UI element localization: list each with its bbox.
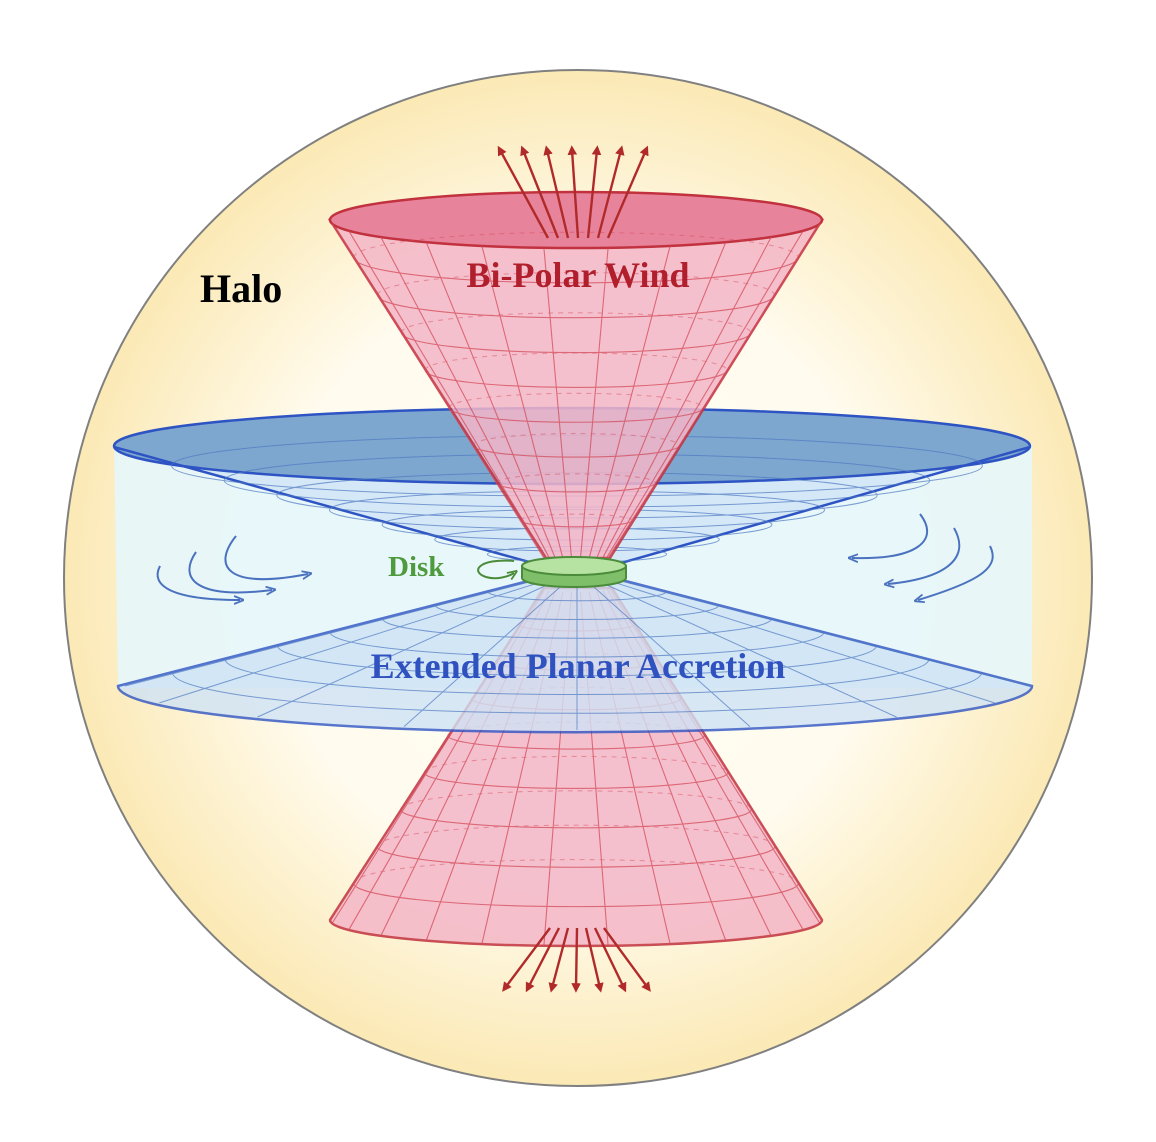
wind-outflow-arrow-icon <box>606 145 649 239</box>
accretion-flow-arrow-icon <box>918 545 994 600</box>
wind-outflow-arrow-icon <box>586 145 602 239</box>
accretion-lower-sheet <box>116 576 1034 734</box>
wind-outflow-arrow-icon <box>567 145 580 239</box>
wind-outflow-arrow-icon <box>502 927 551 992</box>
accretion-flow-left <box>156 535 308 600</box>
accretion-flow-arrow-icon <box>224 535 308 581</box>
accretion-label: Extended Planar Accretion <box>371 646 786 686</box>
wind-outflow-arrow-icon <box>596 145 625 239</box>
wind-outflow-arrow-icon <box>571 927 581 993</box>
wind-outflow-arrow-icon <box>520 145 560 239</box>
upper-wind-cone <box>327 190 825 563</box>
wind-outflow-arrow-icon <box>525 927 561 993</box>
wind-outflow-arrow-icon <box>497 145 550 239</box>
accretion-flow-arrow-icon <box>188 551 272 592</box>
wind-outflow-arrow-icon <box>603 927 651 992</box>
central-disk <box>477 556 627 588</box>
wind-label: Bi-Polar Wind <box>466 255 689 295</box>
disk-rotation-arrow-icon <box>477 559 514 579</box>
accretion-flow-arrow-icon <box>852 513 929 558</box>
accretion-flow-right <box>852 513 994 600</box>
wind-outflow-arrows-bottom <box>502 927 651 993</box>
disk-label: Disk <box>388 551 445 583</box>
wind-outflow-arrow-icon <box>543 145 570 239</box>
accretion-flow-arrow-icon <box>888 527 961 584</box>
halo-label: Halo <box>200 266 282 311</box>
wind-outflow-arrow-icon <box>548 927 570 993</box>
accretion-flow-arrow-icon <box>156 565 240 600</box>
wind-outflow-arrow-icon <box>584 927 604 993</box>
wind-outflow-arrow-icon <box>593 927 627 993</box>
wind-outflow-arrows-top <box>497 145 649 239</box>
